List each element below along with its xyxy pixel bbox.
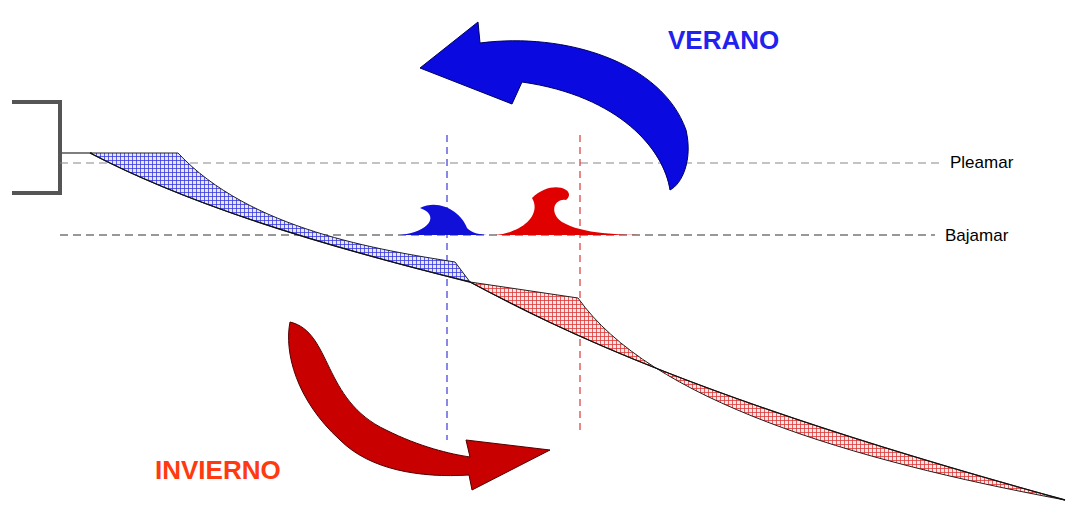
seawall (12, 102, 60, 193)
beach-profile (90, 153, 1065, 500)
winter-sand (470, 282, 1065, 500)
winter-break-line (579, 135, 580, 430)
season-title: VERANO (668, 26, 779, 55)
summer-break-line (446, 135, 447, 440)
tide-label: Bajamar (945, 227, 1008, 246)
summer-arrow (420, 22, 688, 190)
tide-label: Pleamar (950, 154, 1013, 173)
high-tide-line (60, 162, 940, 163)
summer-sand (90, 153, 470, 282)
seawall-crest (60, 152, 92, 154)
season-title: INVIERNO (155, 456, 281, 485)
winter-arrow (289, 322, 550, 490)
summer-wave (400, 205, 490, 235)
winter-wave (495, 187, 652, 235)
